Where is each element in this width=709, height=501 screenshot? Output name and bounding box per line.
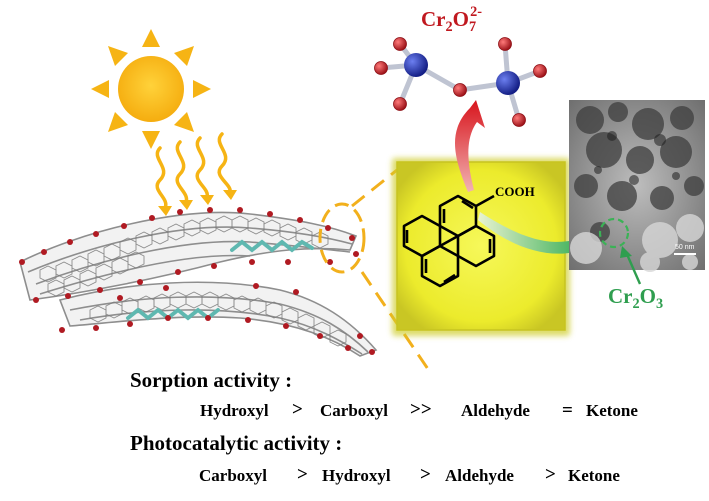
- polymer-chains: [126, 239, 314, 321]
- sorption-item-2: Carboxyl: [320, 401, 388, 420]
- dichromate-sub2: 7: [468, 19, 477, 36]
- photocatalytic-item-2: Hydroxyl: [322, 466, 391, 485]
- oxide-mid: O: [639, 284, 656, 308]
- oxide-sub2: 3: [655, 296, 664, 313]
- photocatalytic-item-4: Ketone: [568, 466, 620, 485]
- sorption-operator-3: =: [562, 400, 573, 421]
- sorption-item-1: Hydroxyl: [200, 401, 269, 420]
- dichromate-molecule: [374, 37, 547, 127]
- oxide-base: Cr: [608, 284, 633, 308]
- light-rays: [155, 132, 232, 210]
- dichromate-label: Cr2O72-: [421, 4, 488, 36]
- sorption-operator-1: >: [292, 399, 303, 420]
- photocatalytic-item-3: Aldehyde: [445, 466, 514, 485]
- graphene-sheets: [19, 211, 378, 357]
- dichromate-sub1: 2: [445, 19, 453, 36]
- oxide-pointer: [620, 246, 642, 285]
- sorption-arrow: [455, 100, 485, 192]
- dichromate-charge: 2-: [470, 4, 483, 20]
- sun-icon: [91, 29, 211, 149]
- tem-micrograph: [569, 100, 705, 272]
- sorption-operator-2: >>: [410, 399, 432, 420]
- chromium-oxide-label: Cr2O3: [608, 284, 663, 313]
- oxide-sub1: 2: [632, 296, 640, 313]
- sorption-heading: Sorption activity :: [130, 368, 293, 392]
- photocatalytic-operator-3: >: [545, 464, 556, 485]
- zoom-region: [318, 202, 366, 274]
- photocatalytic-operator-1: >: [297, 464, 308, 485]
- sorption-item-4: Ketone: [586, 401, 638, 420]
- dichromate-base: Cr: [421, 7, 446, 31]
- light-ray-heads: [158, 190, 237, 216]
- pyrene-molecule: [402, 194, 496, 288]
- photocatalytic-operator-2: >: [420, 464, 431, 485]
- photocatalytic-heading: Photocatalytic activity :: [130, 431, 343, 455]
- graphene-lattice: [39, 215, 347, 347]
- dichromate-mid: O: [452, 7, 469, 31]
- tem-scale-label: 50 nm: [675, 244, 695, 251]
- sorption-item-3: Aldehyde: [461, 401, 530, 420]
- photocatalytic-item-1: Carboxyl: [199, 466, 267, 485]
- cooh-label: COOH: [495, 184, 535, 199]
- oxygen-groups: [19, 207, 375, 355]
- reduction-arrow: [478, 212, 596, 262]
